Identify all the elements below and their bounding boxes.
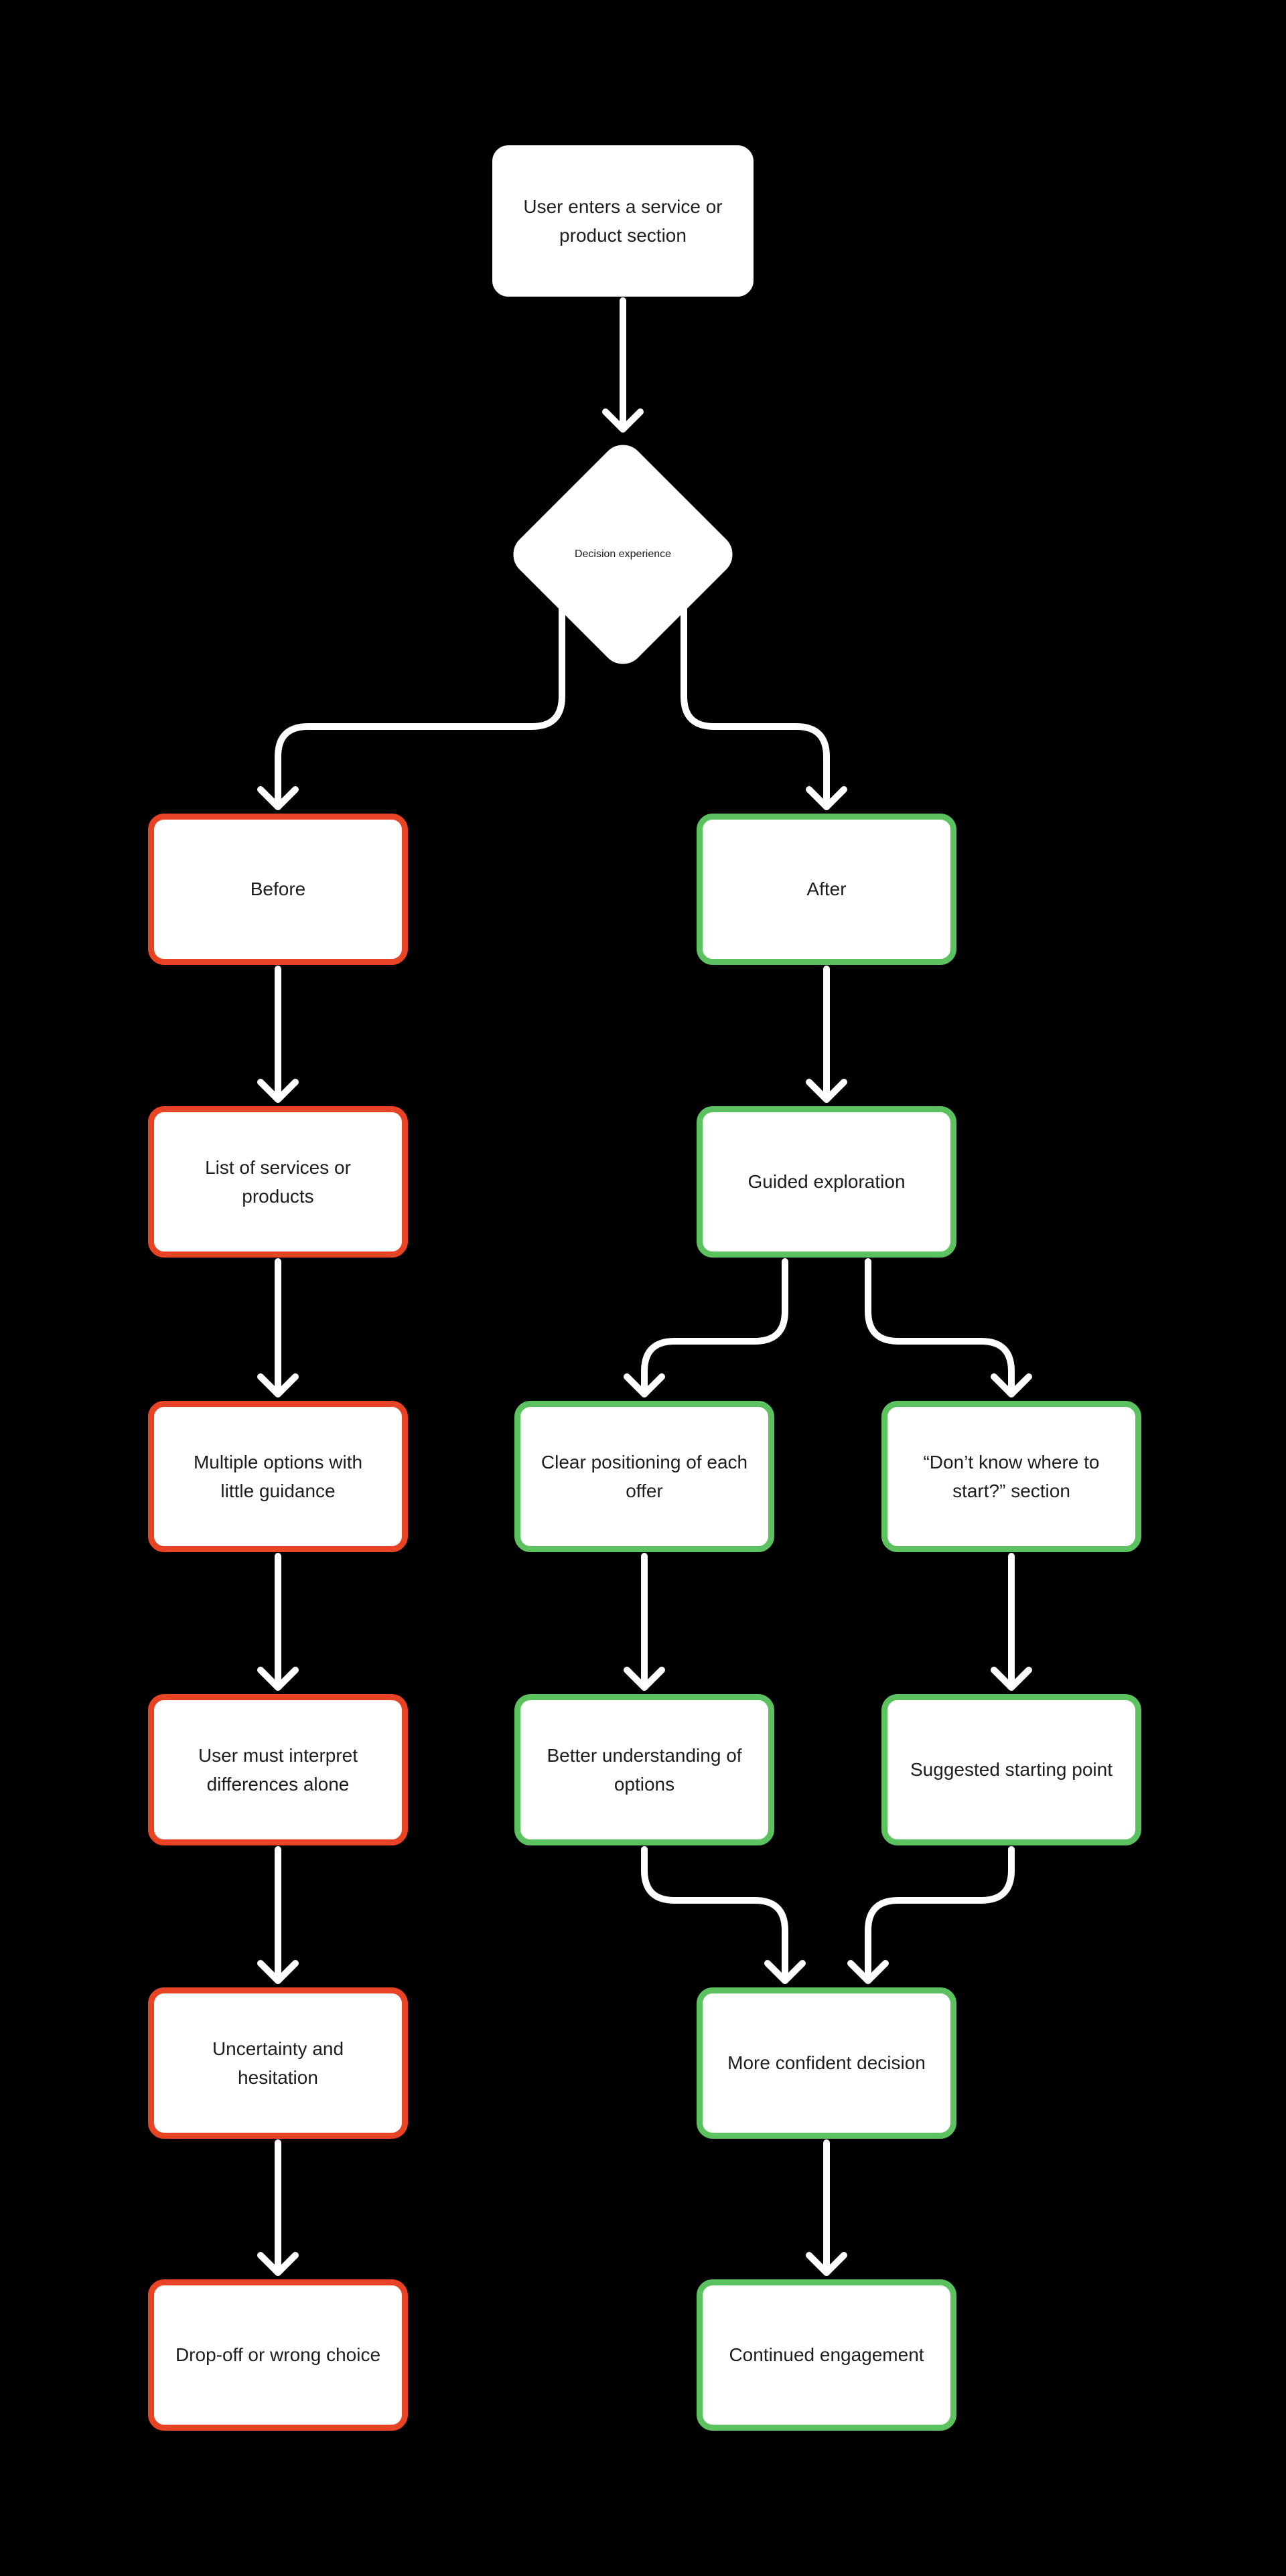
arrowhead-decision-after (806, 786, 847, 810)
arrowhead-moreconfident-continued (806, 2252, 847, 2276)
node-start: User enters a service or product section (492, 145, 754, 297)
arrowhead-dontknow-suggested (991, 1667, 1032, 1691)
edge-decision-before (275, 599, 565, 810)
edge-decision-after (681, 599, 830, 810)
node-list-of-services-label: List of services or products (205, 1156, 351, 1207)
node-uncertainty-label: Uncertainty and hesitation (212, 2038, 344, 2088)
node-multiple-options: Multiple options with little guidance (148, 1401, 408, 1552)
node-clear-positioning-label: Clear positioning of each offer (541, 1451, 748, 1501)
arrowhead-list-multiple (257, 1373, 299, 1397)
node-guided-exploration: Guided exploration (697, 1106, 956, 1258)
node-more-confident-decision: More confident decision (697, 1987, 956, 2139)
node-list-of-services: List of services or products (148, 1106, 408, 1258)
node-decision: Decision experience (504, 436, 741, 673)
node-user-must-interpret-label: User must interpret differences alone (198, 1744, 358, 1795)
node-uncertainty: Uncertainty and hesitation (148, 1987, 408, 2139)
node-clear-positioning: Clear positioning of each offer (514, 1401, 774, 1552)
node-drop-off: Drop-off or wrong choice (148, 2279, 408, 2431)
arrowhead-usermust-uncertainty (257, 1960, 299, 1984)
arrowhead-multiple-usermust (257, 1667, 299, 1691)
node-multiple-options-label: Multiple options with little guidance (193, 1451, 363, 1501)
arrowhead-uncertainty-dropoff (257, 2252, 299, 2276)
node-drop-off-label: Drop-off or wrong choice (175, 2344, 381, 2366)
node-suggested-starting-point-label: Suggested starting point (910, 1759, 1113, 1781)
edge-suggested-moreconfident (865, 1846, 1015, 1984)
node-dont-know-where-to-start: “Don’t know where to start?” section (881, 1401, 1141, 1552)
arrowhead-after-guided (806, 1079, 847, 1103)
node-after: After (697, 814, 956, 965)
node-more-confident-decision-label: More confident decision (727, 2052, 926, 2074)
arrowhead-clear-better (624, 1667, 665, 1691)
node-suggested-starting-point: Suggested starting point (881, 1694, 1141, 1845)
node-better-understanding: Better understanding of options (514, 1694, 774, 1845)
node-decision-label: Decision experience (574, 548, 672, 560)
arrowhead-guided-dontknow (991, 1373, 1032, 1397)
edge-guided-dontknow (865, 1258, 1015, 1397)
edge-guided-clear (641, 1258, 788, 1397)
node-start-label: User enters a service or product section (523, 196, 723, 246)
arrowhead-decision-before (257, 786, 299, 810)
node-before: Before (148, 814, 408, 965)
node-continued-engagement-label: Continued engagement (729, 2344, 924, 2366)
arrowhead-before-list (257, 1079, 299, 1103)
node-before-label: Before (250, 879, 306, 900)
node-continued-engagement: Continued engagement (697, 2279, 956, 2431)
node-after-label: After (806, 879, 847, 900)
node-guided-exploration-label: Guided exploration (747, 1171, 906, 1193)
arrowhead-better-moreconfident (764, 1960, 806, 1984)
node-user-must-interpret: User must interpret differences alone (148, 1694, 408, 1845)
arrowhead-start-decision (602, 408, 644, 433)
node-better-understanding-label: Better understanding of options (547, 1744, 742, 1795)
arrowhead-suggested-moreconfident (847, 1960, 889, 1984)
arrowhead-guided-clear (624, 1373, 665, 1397)
edge-better-moreconfident (641, 1846, 788, 1984)
node-dont-know-where-to-start-label: “Don’t know where to start?” section (923, 1451, 1100, 1501)
